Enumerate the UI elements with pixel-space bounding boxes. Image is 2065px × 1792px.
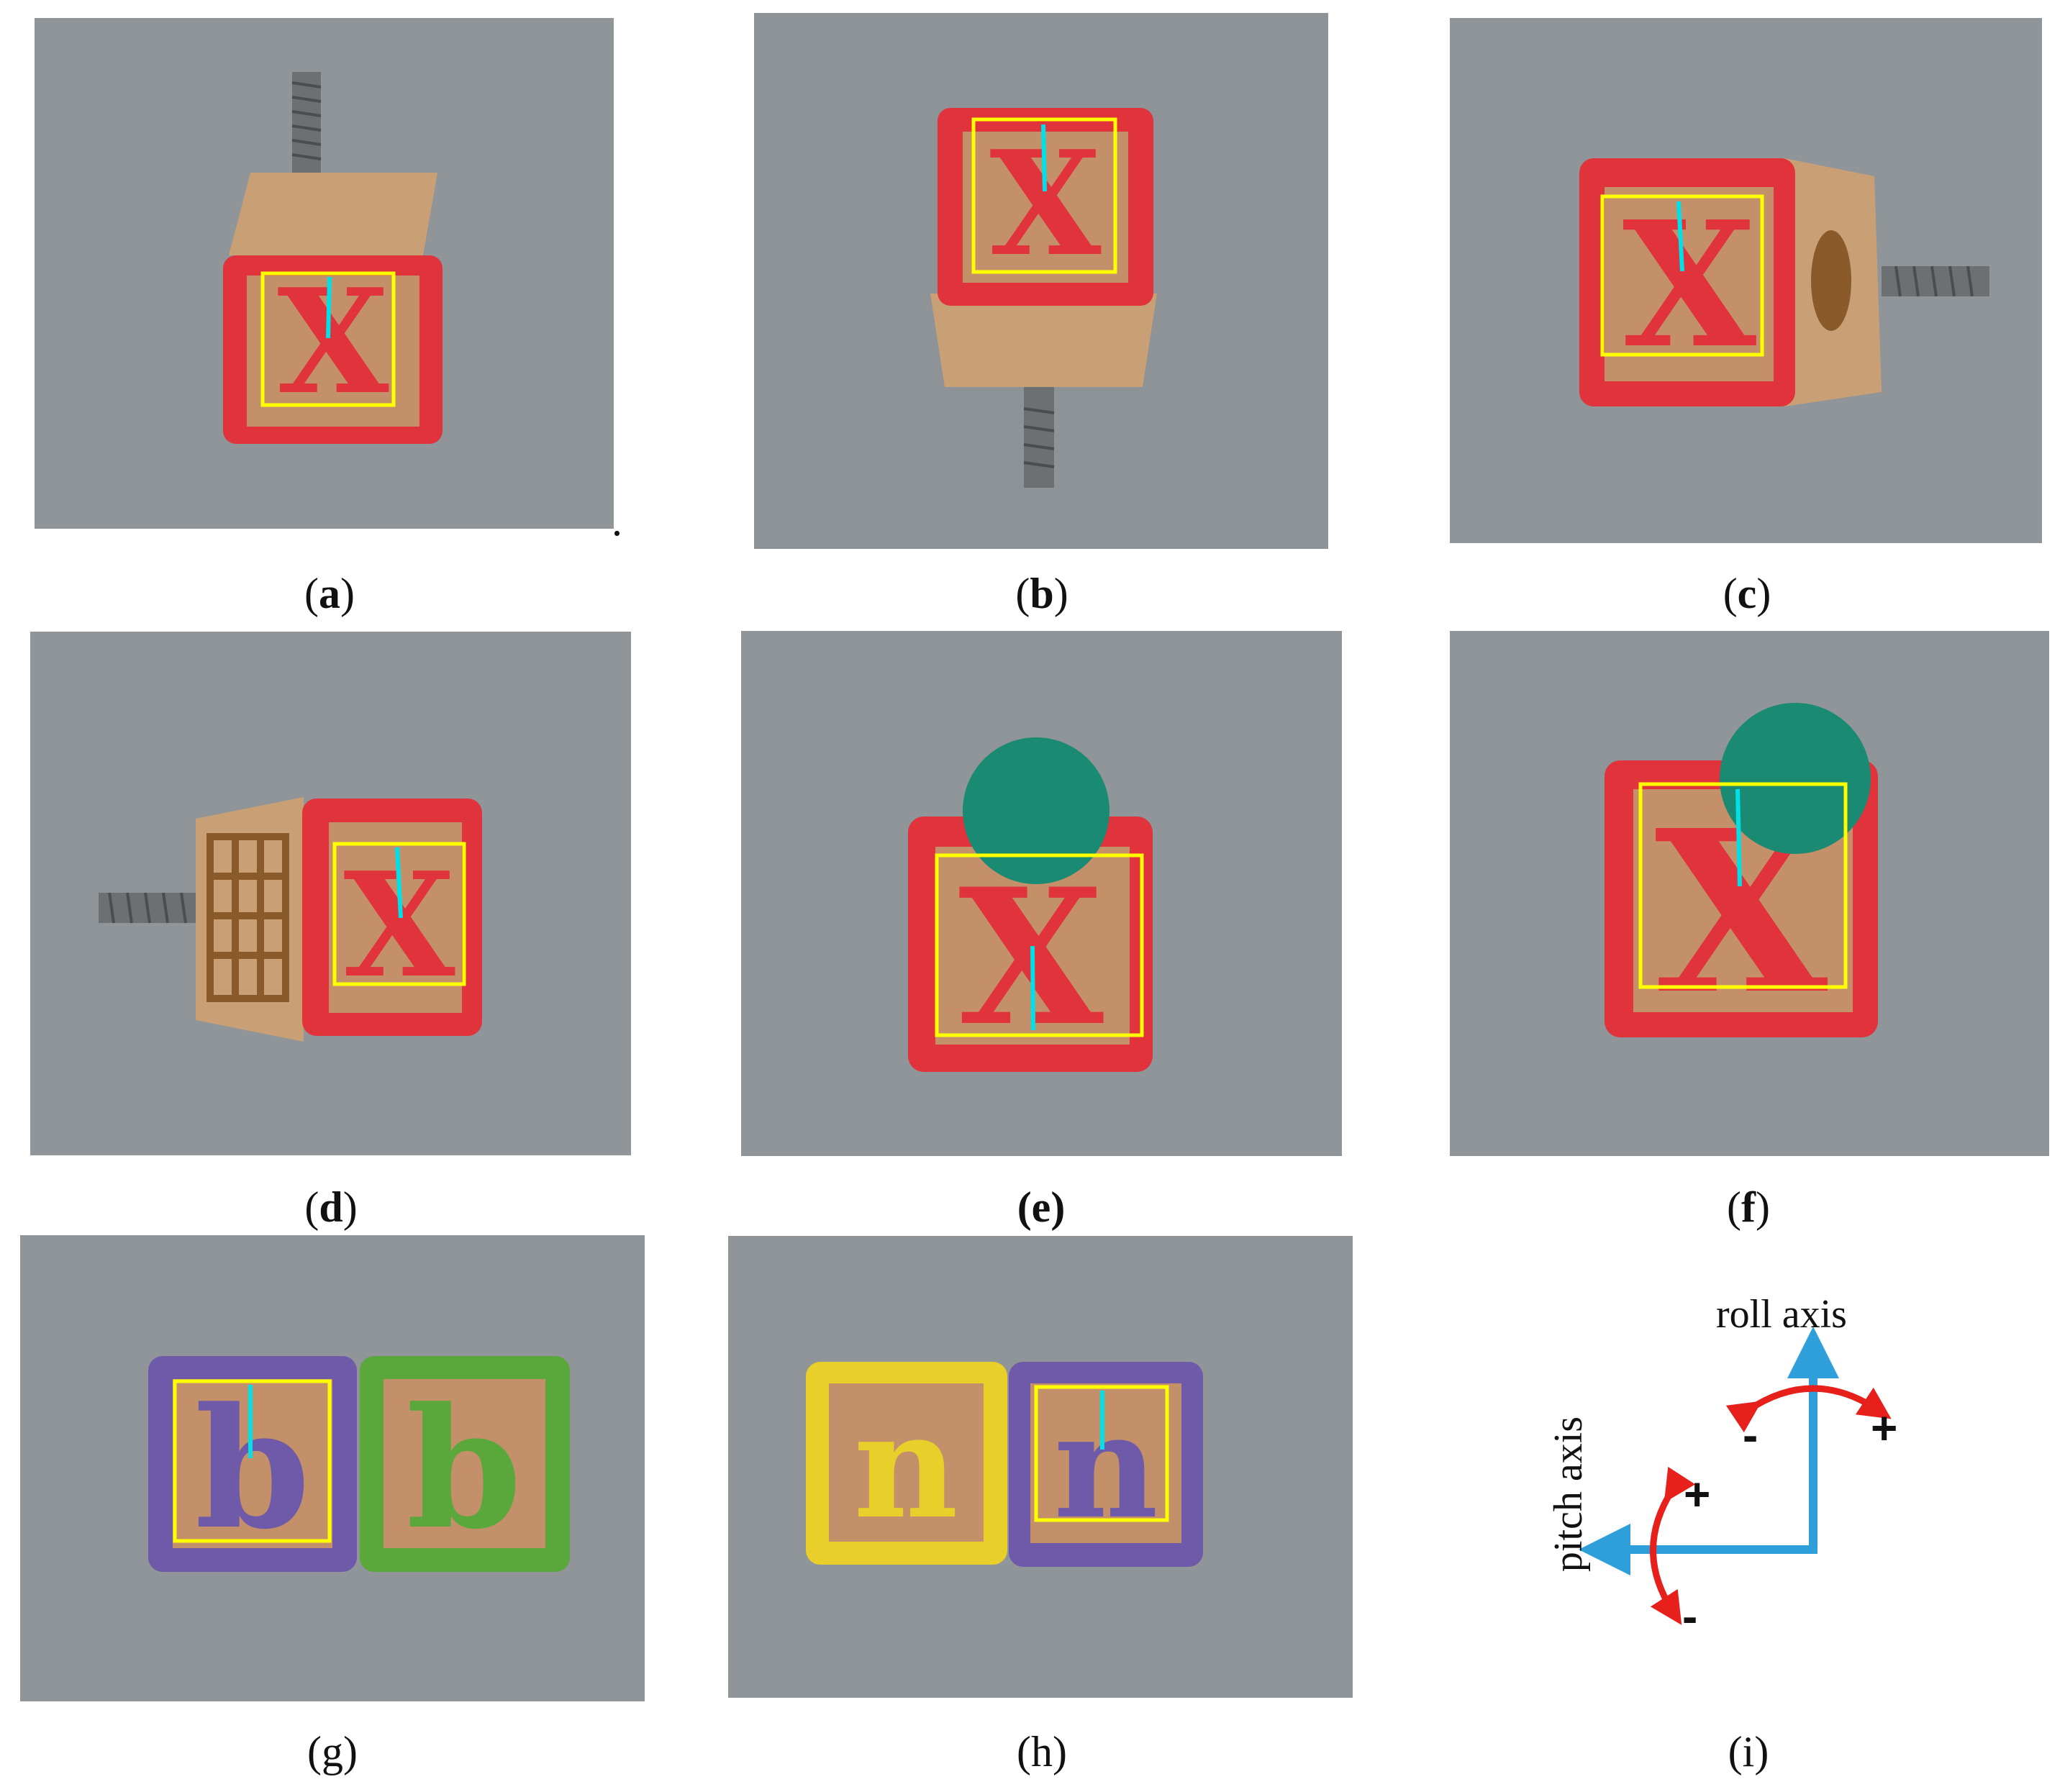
bolt [1024, 387, 1054, 488]
panel-f-scene: X [1450, 631, 2049, 1156]
pitch-rotation-arc [1650, 1466, 1696, 1625]
orientation-line [1030, 945, 1035, 1031]
detection-box [173, 1379, 332, 1543]
orientation-line [1041, 124, 1047, 192]
panel-f-photo: X [1450, 631, 2049, 1156]
roll-axis-label: roll axis [1716, 1292, 1847, 1337]
cube-top-face [229, 173, 437, 255]
orientation-line [395, 847, 403, 919]
caption-f: (f) [1727, 1183, 1770, 1231]
pitch-plus-sign: + [1684, 1468, 1711, 1520]
caption-g: (g) [307, 1728, 358, 1775]
panel-g-scene: b b [20, 1235, 645, 1701]
panel-g-photo: b b [20, 1235, 645, 1701]
axis-diagram: roll axis pitch axis - + + - [1511, 1281, 2015, 1655]
caption-d: (d) [304, 1183, 358, 1231]
roll-plus-sign: + [1871, 1402, 1898, 1454]
axis-diagram-svg [1579, 1327, 1892, 1625]
panel-c-photo: X [1450, 18, 2042, 543]
detection-box [971, 117, 1117, 274]
occluding-disc [963, 737, 1109, 884]
block-letter-right: b [407, 1372, 522, 1566]
caption-e: (e) [1017, 1183, 1066, 1231]
panel-b-photo: X [754, 13, 1328, 549]
pitch-minus-sign: - [1682, 1591, 1698, 1642]
detection-box [332, 842, 466, 986]
orientation-line [1676, 201, 1684, 272]
panel-d-photo: X [30, 632, 631, 1155]
stray-dot: . [612, 497, 622, 545]
orientation-line [1735, 788, 1742, 887]
panel-c-scene: X [1450, 18, 2042, 543]
grid-symbol [206, 833, 289, 1002]
detection-box [1638, 782, 1848, 989]
detection-box [935, 853, 1144, 1037]
roll-minus-sign: - [1743, 1409, 1758, 1461]
detection-box [1600, 194, 1764, 357]
caption-i: (i) [1728, 1728, 1769, 1775]
caption-h: (h) [1017, 1728, 1067, 1775]
panel-a-photo: X [35, 18, 614, 529]
block-letter: X [277, 258, 389, 427]
detection-box [260, 271, 396, 407]
pitch-axis-label: pitch axis [1546, 1416, 1591, 1573]
panel-b-scene: X [754, 13, 1328, 549]
caption-a: (a) [304, 570, 355, 617]
orientation-line [326, 276, 332, 339]
roll-rotation-arc [1725, 1385, 1892, 1433]
panel-h-photo: n n [728, 1236, 1353, 1698]
cube-bottom-face [930, 294, 1157, 387]
block-letter: X [1622, 183, 1756, 386]
block-letter-right: n [1053, 1382, 1158, 1551]
caption-c: (c) [1723, 570, 1771, 617]
block-letter-left: n [853, 1382, 958, 1551]
panel-h-scene: n n [728, 1236, 1353, 1698]
detection-box [1034, 1385, 1169, 1522]
panel-d-scene: X [30, 632, 631, 1155]
panel-a-scene: X [35, 18, 614, 529]
panel-e-photo: X [741, 631, 1342, 1156]
panel-e-scene: X [741, 631, 1342, 1156]
caption-b: (b) [1015, 570, 1068, 617]
occluding-disc [1720, 703, 1871, 854]
